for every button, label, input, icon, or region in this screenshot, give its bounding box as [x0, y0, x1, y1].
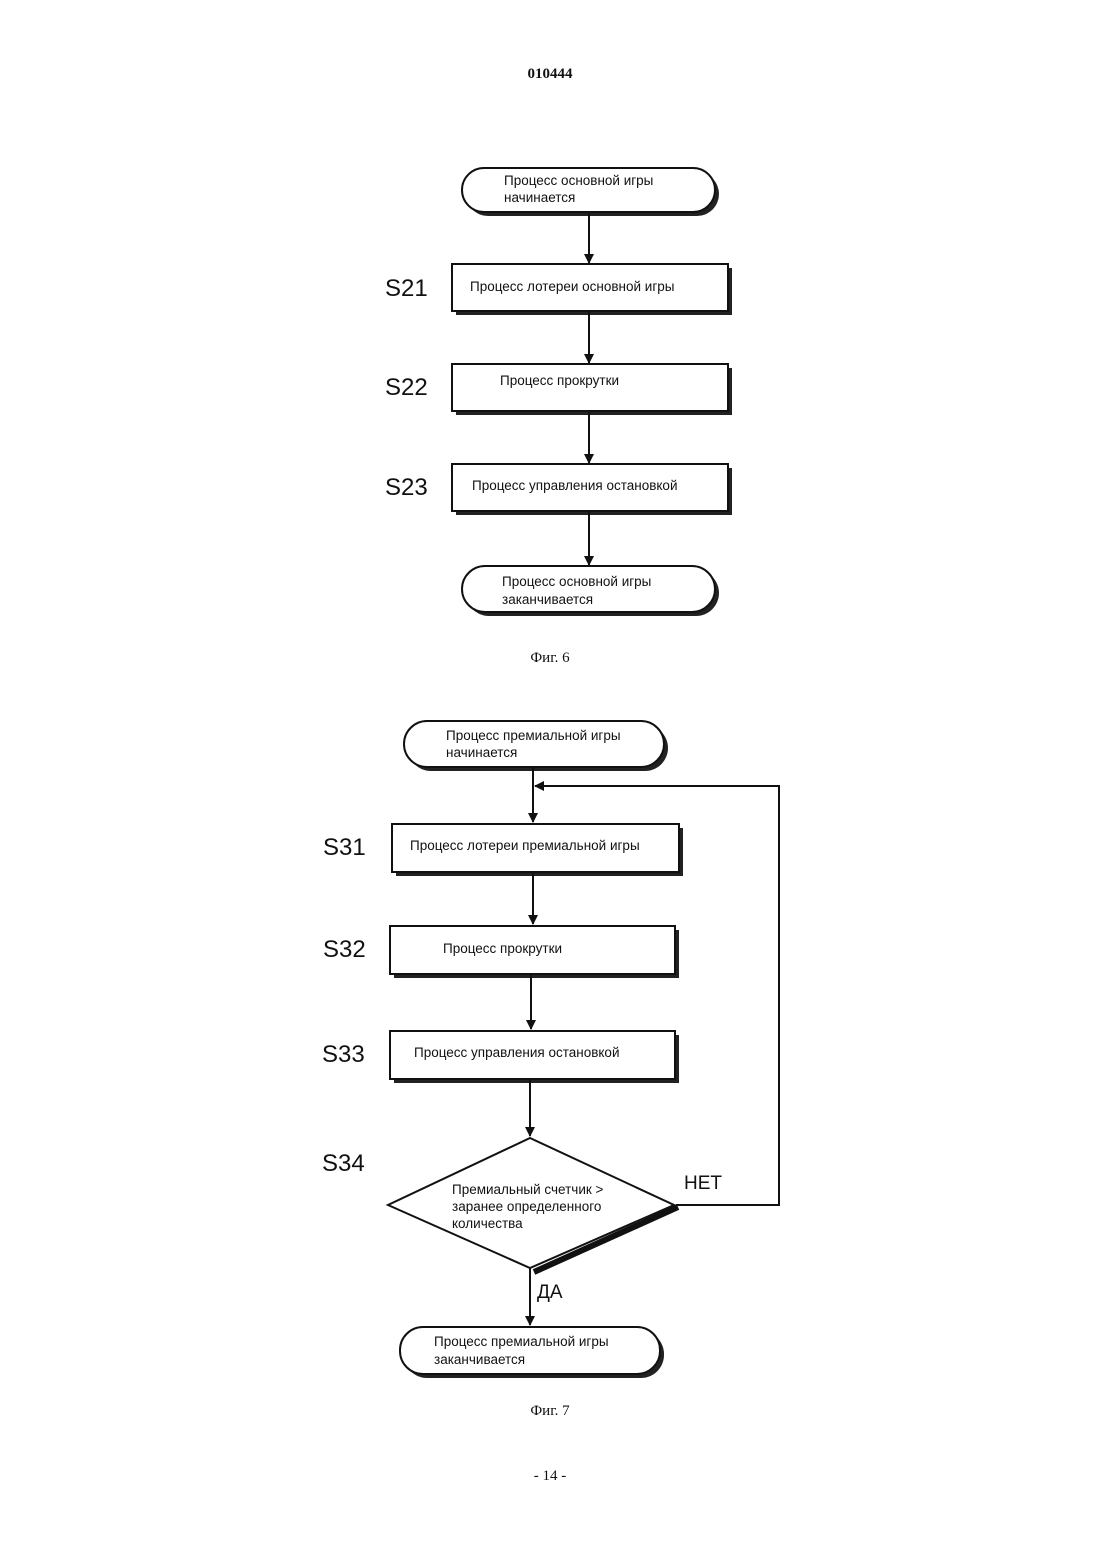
fig6-step-s23-label: S23	[385, 474, 428, 501]
fig7-step-s32-label: S32	[323, 936, 366, 963]
fig7-decision-line2: заранее определенного	[452, 1199, 601, 1214]
fig6-step-s22: S22 Процесс прокрутки	[385, 364, 732, 415]
fig7-decision-line3: количества	[452, 1216, 523, 1231]
fig6-start-line1: Процесс основной игры	[504, 173, 653, 188]
fig7-yes-label: ДА	[537, 1282, 563, 1303]
fig7-step-s31-text: Процесс лотереи премиальной игры	[410, 838, 640, 853]
fig6-end-line2: заканчивается	[502, 592, 593, 607]
fig7-step-s32: S32 Процесс прокрутки	[323, 926, 679, 978]
fig6-step-s22-text: Процесс прокрутки	[500, 373, 619, 388]
fig6-step-s21-label: S21	[385, 275, 428, 302]
fig7-no-label: НЕТ	[684, 1173, 722, 1194]
fig7-start-line1: Процесс премиальной игры	[446, 728, 621, 743]
fig6-start-terminal: Процесс основной игры начинается	[462, 168, 719, 216]
fig6-step-s23-text: Процесс управления остановкой	[472, 478, 677, 493]
fig6-step-s22-label: S22	[385, 374, 428, 401]
figure-6: Процесс основной игры начинается S21 Про…	[385, 168, 732, 616]
page-number: - 14 -	[0, 1468, 1100, 1485]
fig7-step-s33-label: S33	[322, 1041, 365, 1068]
fig7-end-line1: Процесс премиальной игры	[434, 1334, 609, 1349]
fig6-step-s21-text: Процесс лотереи основной игры	[470, 279, 674, 294]
fig6-end-terminal: Процесс основной игры заканчивается	[462, 566, 719, 616]
fig7-step-s31-label: S31	[323, 834, 366, 861]
fig7-start-line2: начинается	[446, 745, 517, 760]
fig7-caption: Фиг. 7	[0, 1403, 1100, 1420]
fig6-caption: Фиг. 6	[0, 650, 1100, 667]
fig7-step-s32-text: Процесс прокрутки	[443, 941, 562, 956]
fig7-decision-line1: Премиальный счетчик >	[452, 1182, 604, 1197]
fig6-step-s23: S23 Процесс управления остановкой	[385, 464, 732, 515]
fig7-step-s33: S33 Процесс управления остановкой	[322, 1031, 679, 1083]
fig7-start-terminal: Процесс премиальной игры начинается	[404, 721, 668, 771]
figure-7: Процесс премиальной игры начинается S31 …	[322, 721, 779, 1378]
fig7-step-s33-text: Процесс управления остановкой	[414, 1045, 619, 1060]
fig7-end-terminal: Процесс премиальной игры заканчивается	[400, 1327, 664, 1378]
fig7-decision-s34: S34 Премиальный счетчик > заранее опреде…	[322, 1138, 678, 1272]
fig7-decision-s34-label: S34	[322, 1150, 365, 1177]
fig6-end-line1: Процесс основной игры	[502, 574, 651, 589]
fig6-start-line2: начинается	[504, 190, 575, 205]
fig7-step-s31: S31 Процесс лотереи премиальной игры	[323, 824, 683, 876]
fig7-end-line2: заканчивается	[434, 1352, 525, 1367]
fig6-step-s21: S21 Процесс лотереи основной игры	[385, 264, 732, 315]
